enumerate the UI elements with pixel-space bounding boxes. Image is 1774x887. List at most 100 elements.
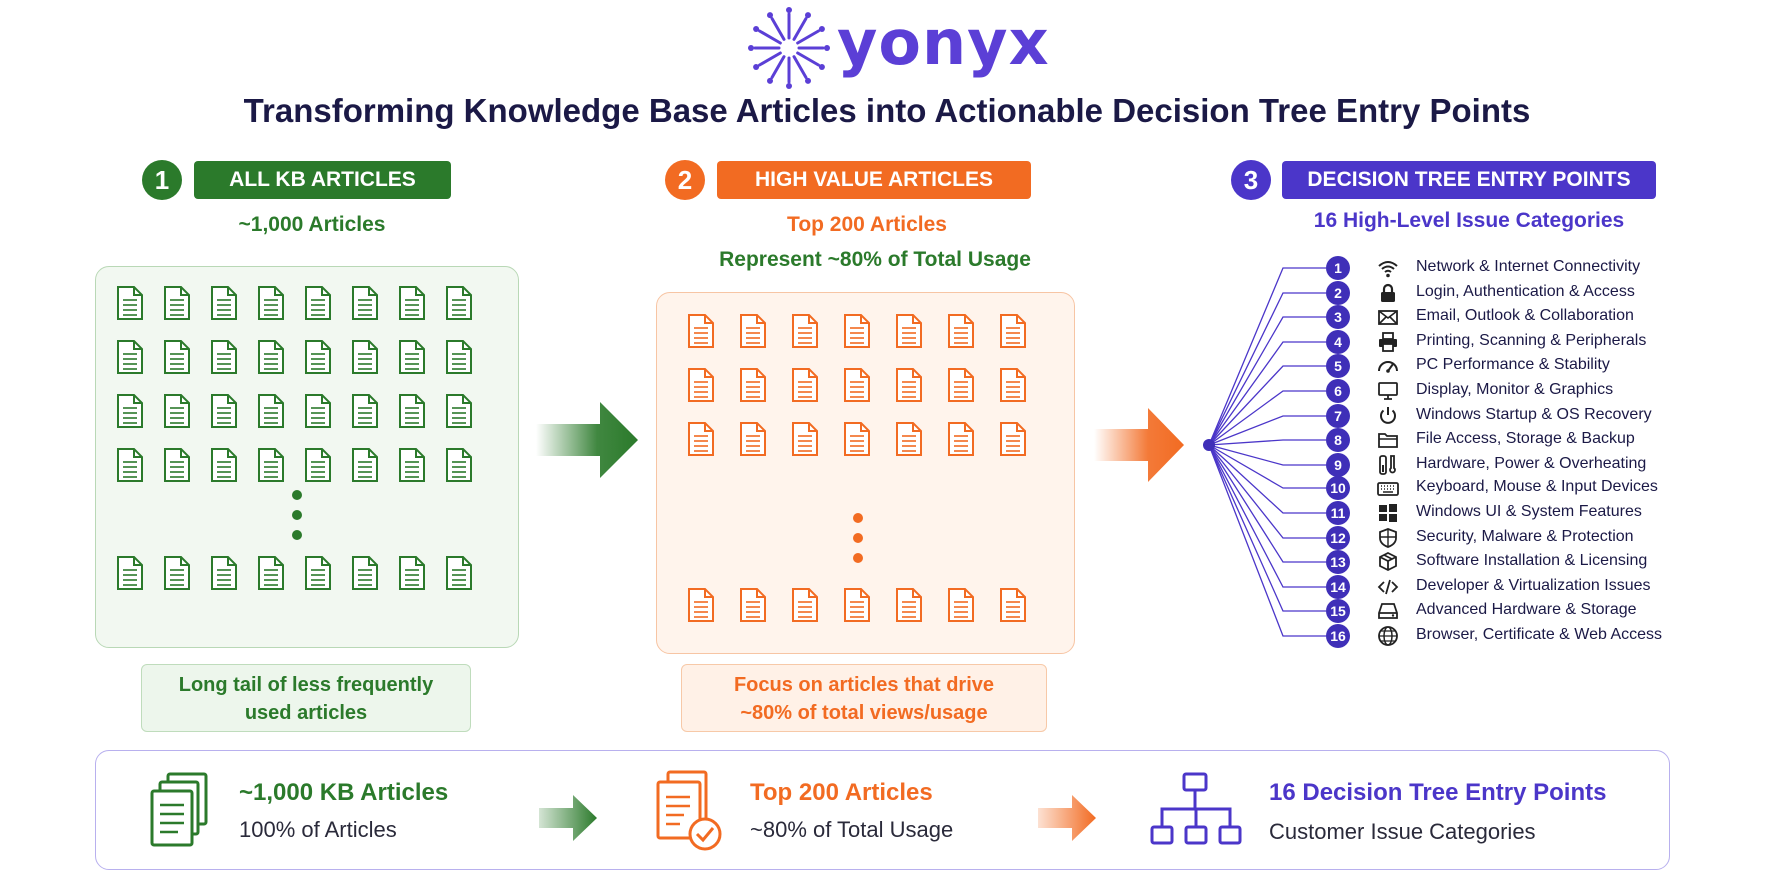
document-icon (740, 314, 766, 348)
category-number: 2 (1326, 281, 1350, 305)
category-label: Keyboard, Mouse & Input Devices (1416, 478, 1658, 495)
ellipsis-dot (853, 513, 863, 523)
document-icon (446, 448, 472, 482)
document-icon (740, 588, 766, 622)
category-number: 11 (1326, 501, 1350, 525)
document-icon (305, 448, 331, 482)
category-number: 4 (1326, 330, 1350, 354)
summary-all-title: ~1,000 KB Articles (239, 779, 449, 806)
document-icon (258, 340, 284, 374)
category-connector-line (1208, 444, 1326, 612)
category-number: 1 (1326, 256, 1350, 280)
step-1-number: 1 (142, 160, 182, 200)
category-number: 6 (1326, 379, 1350, 403)
step-2-subtitle: Top 200 Articles (787, 213, 947, 236)
step-1-subtitle: ~1,000 Articles (238, 213, 386, 236)
printer-icon (1379, 332, 1397, 352)
category-label: Login, Authentication & Access (1416, 283, 1635, 300)
category-label: File Access, Storage & Backup (1416, 430, 1635, 447)
globe-icon (1378, 626, 1398, 646)
document-icon (1000, 368, 1026, 402)
document-icon (164, 556, 190, 590)
document-icon (1000, 588, 1026, 622)
step-3-number: 3 (1231, 160, 1271, 200)
document-icon (1000, 422, 1026, 456)
document-icon (164, 286, 190, 320)
document-icon (948, 588, 974, 622)
document-icon (211, 556, 237, 590)
document-icon (258, 556, 284, 590)
high-value-articles-panel (656, 292, 1075, 654)
green-arrow-icon (536, 402, 638, 478)
category-connector-line (1208, 444, 1326, 588)
document-icon (896, 422, 922, 456)
category-number: 9 (1326, 453, 1350, 477)
tree-hierarchy-icon (1150, 772, 1242, 845)
category-connector-line (1208, 444, 1326, 489)
category-number: 15 (1326, 599, 1350, 623)
category-connector-line (1208, 444, 1326, 563)
ellipsis-dot (853, 533, 863, 543)
category-label: Network & Internet Connectivity (1416, 258, 1641, 275)
document-icon (117, 556, 143, 590)
document-icon (211, 286, 237, 320)
windows-icon (1379, 504, 1397, 522)
step-2-number: 2 (665, 160, 705, 200)
document-icon (844, 588, 870, 622)
category-connector-line (1208, 292, 1326, 446)
code-icon (1377, 579, 1399, 595)
document-icon (399, 394, 425, 428)
category-connector-line (1208, 390, 1326, 446)
document-icon (1000, 314, 1026, 348)
category-connector-line (1208, 365, 1326, 446)
document-icon (164, 340, 190, 374)
document-icon (352, 286, 378, 320)
document-icon (258, 394, 284, 428)
category-number: 7 (1326, 404, 1350, 428)
document-icon (399, 448, 425, 482)
document-icon (844, 368, 870, 402)
category-connector-line (1208, 415, 1326, 446)
category-label: Developer & Virtualization Issues (1416, 577, 1651, 594)
document-icon (305, 340, 331, 374)
orange-arrow-icon (1094, 408, 1184, 482)
category-label: Software Installation & Licensing (1416, 552, 1648, 569)
ellipsis-dot (292, 490, 302, 500)
category-label: Security, Malware & Protection (1416, 528, 1634, 545)
document-icon (896, 314, 922, 348)
document-icon (399, 340, 425, 374)
document-icon (305, 286, 331, 320)
folder-icon (1378, 433, 1398, 448)
document-icon (948, 368, 974, 402)
document-icon (258, 286, 284, 320)
keyboard-icon (1377, 482, 1399, 496)
document-icon (844, 422, 870, 456)
document-icon (352, 556, 378, 590)
document-icon (211, 394, 237, 428)
all-articles-caption-line2: used articles (244, 702, 368, 724)
document-icon (446, 340, 472, 374)
envelope-icon (1378, 310, 1398, 325)
document-icon (792, 422, 818, 456)
wifi-icon (1378, 261, 1398, 278)
summary-top-title: Top 200 Articles (750, 779, 933, 806)
category-label: Email, Outlook & Collaboration (1416, 307, 1634, 324)
lock-icon (1381, 283, 1395, 302)
all-articles-caption: Long tail of less frequently used articl… (141, 664, 471, 732)
document-icon (740, 368, 766, 402)
starburst-logo-icon (748, 7, 830, 89)
category-label: Windows Startup & OS Recovery (1416, 406, 1652, 423)
category-number: 3 (1326, 305, 1350, 329)
step-3-subtitle: 16 High-Level Issue Categories (1313, 209, 1625, 232)
all-articles-panel (95, 266, 519, 648)
document-icon (305, 394, 331, 428)
document-icon (211, 340, 237, 374)
step-1-label: ALL KB ARTICLES (194, 161, 451, 199)
category-connector-lines (1203, 267, 1326, 637)
documents-check-icon (656, 770, 722, 851)
power-icon (1380, 407, 1396, 424)
document-icon (352, 448, 378, 482)
step-2-label: HIGH VALUE ARTICLES (717, 161, 1031, 199)
document-icon (948, 314, 974, 348)
document-icon (896, 368, 922, 402)
